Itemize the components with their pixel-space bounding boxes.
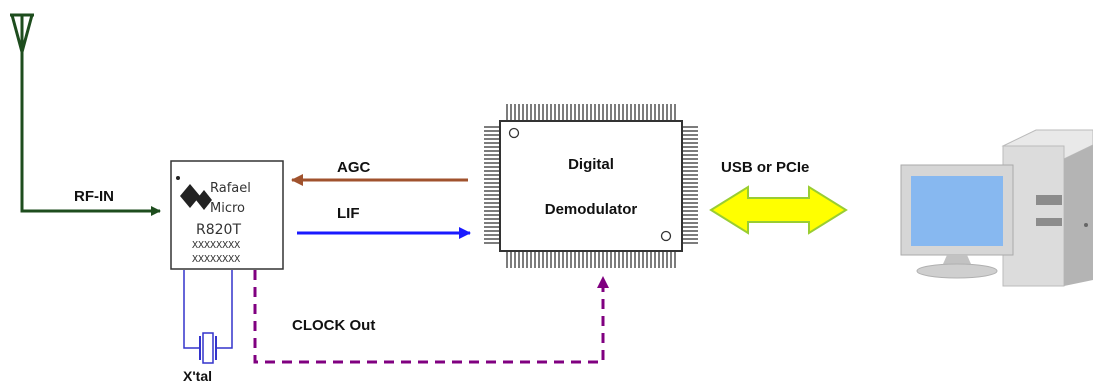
tuner-model: R820T [196,222,241,238]
usb-double-arrow [709,185,848,235]
clock-out-label: CLOCK Out [292,317,375,334]
usb-pcie-label: USB or PCIe [721,159,809,176]
tuner-brand-line1: Rafael [210,181,251,196]
antenna-icon [10,13,34,58]
rf-in-line [20,52,161,216]
lif-label: LIF [337,205,360,222]
computer-icon [900,129,1093,287]
tuner-chip: Rafael Micro R820T XXXXXXXX XXXXXXXX [170,160,284,270]
tuner-marking-1: XXXXXXXX [192,240,240,251]
demodulator-chip: Digital Demodulator [484,104,698,268]
clock-out-line [253,270,609,364]
demodulator-line1: Digital [568,156,614,173]
tuner-marking-2: XXXXXXXX [192,254,240,265]
rf-in-label: RF-IN [74,188,114,205]
rafael-micro-logo-icon [180,184,212,210]
tuner-brand-line2: Micro [210,201,245,216]
demodulator-line2: Demodulator [545,201,638,218]
xtal-label: X'tal [183,368,212,382]
agc-label: AGC [337,159,371,176]
crystal-icon [183,270,233,364]
